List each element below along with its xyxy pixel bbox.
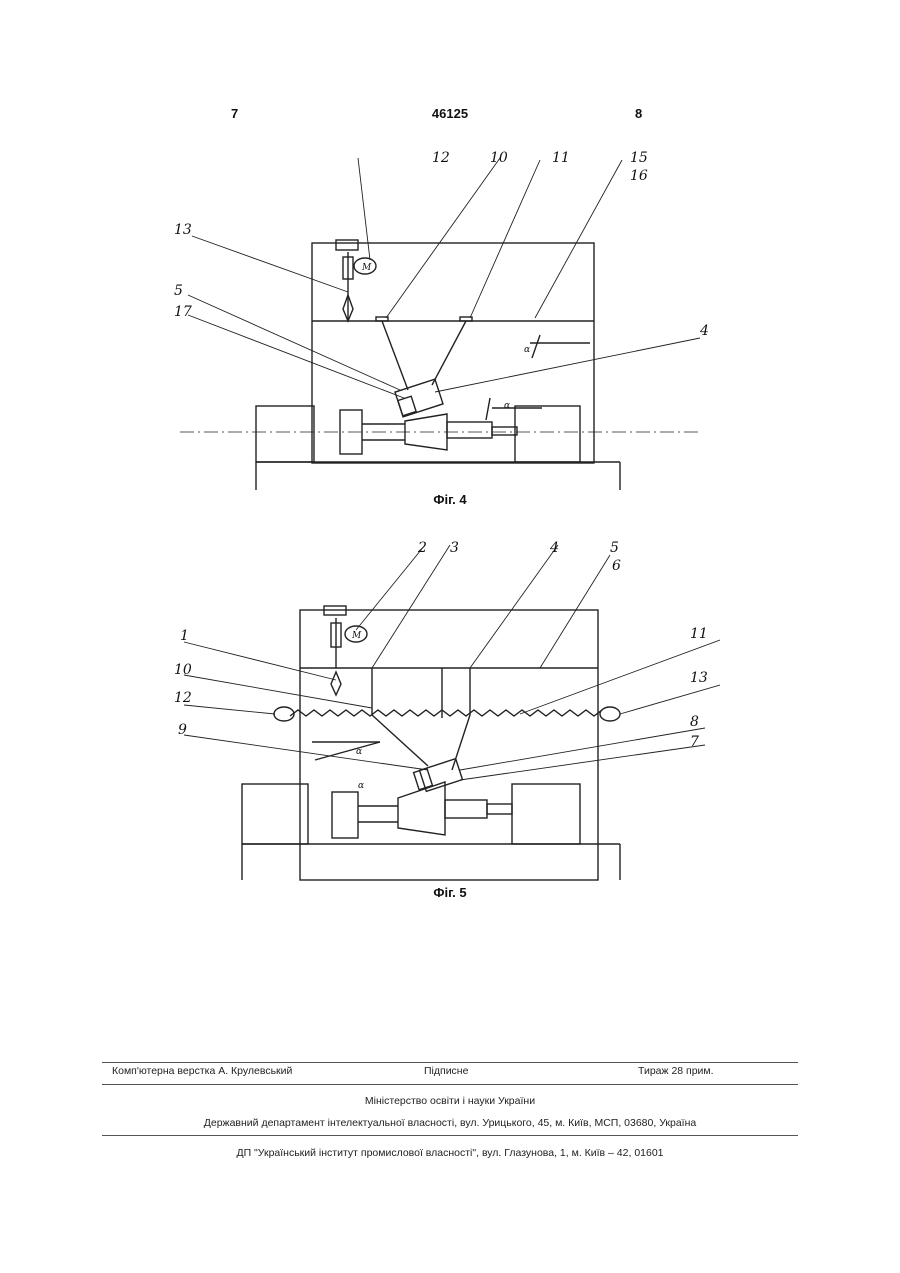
label-7: 7 (690, 734, 699, 750)
label-5: 5 (610, 540, 619, 556)
frame (312, 243, 594, 463)
imprint-rule-bottom (102, 1135, 798, 1136)
imprint-institute: ДП "Український інститут промислової вла… (0, 1147, 900, 1159)
figure-5-drawing: 1 10 12 9 2 3 4 5 6 11 13 8 7 М α α (160, 530, 720, 885)
label-10: 10 (490, 150, 508, 166)
label-16: 16 (630, 168, 648, 184)
label-11: 11 (690, 626, 708, 642)
label-13: 13 (690, 670, 708, 686)
tool-head (395, 379, 443, 417)
imprint-layout: Комп'ютерна верстка А. Крулевський (112, 1065, 292, 1077)
motor-label: М (361, 263, 372, 273)
tailstock (512, 784, 580, 844)
label-1: 1 (180, 628, 189, 644)
label-13: 13 (174, 222, 192, 238)
label-8: 8 (690, 714, 699, 730)
label-17: 17 (174, 304, 192, 320)
imprint-department: Державний департамент інтелектуальної вл… (0, 1117, 900, 1129)
label-11: 11 (552, 150, 570, 166)
label-3: 3 (450, 540, 459, 556)
chuck (332, 792, 358, 838)
angle-label-top: α (356, 747, 362, 757)
figure-4-caption: Фіг. 4 (0, 492, 900, 507)
angle-label-bottom: α (504, 401, 510, 411)
workpiece (398, 782, 445, 835)
label-9: 9 (178, 722, 187, 738)
patent-number: 46125 (0, 106, 900, 121)
imprint-signed: Підписне (424, 1065, 468, 1077)
headstock (242, 784, 308, 844)
frame (300, 610, 598, 880)
label-4: 4 (699, 323, 709, 339)
label-15: 15 (630, 150, 648, 166)
label-12: 12 (432, 150, 450, 166)
angle-label-bottom: α (358, 781, 364, 791)
tailstock (515, 406, 580, 462)
motor-label: М (351, 631, 362, 641)
imprint-rule-middle (102, 1084, 798, 1085)
label-6: 6 (612, 558, 621, 574)
label-10: 10 (174, 662, 192, 678)
imprint-circulation: Тираж 28 прим. (638, 1065, 714, 1077)
angle-label-top: α (524, 345, 530, 355)
lead-screw (290, 710, 602, 716)
figure-4-drawing: 13 5 17 12 10 11 15 16 4 М α α (160, 140, 720, 490)
headstock (256, 406, 314, 462)
label-4: 4 (549, 540, 559, 556)
label-2: 2 (417, 540, 427, 556)
imprint-rule-top (102, 1062, 798, 1063)
label-12: 12 (174, 690, 192, 706)
label-5: 5 (174, 283, 183, 299)
figure-5-caption: Фіг. 5 (0, 885, 900, 900)
page-number-right: 8 (635, 106, 642, 121)
imprint-ministry: Міністерство освіти і науки України (0, 1095, 900, 1107)
